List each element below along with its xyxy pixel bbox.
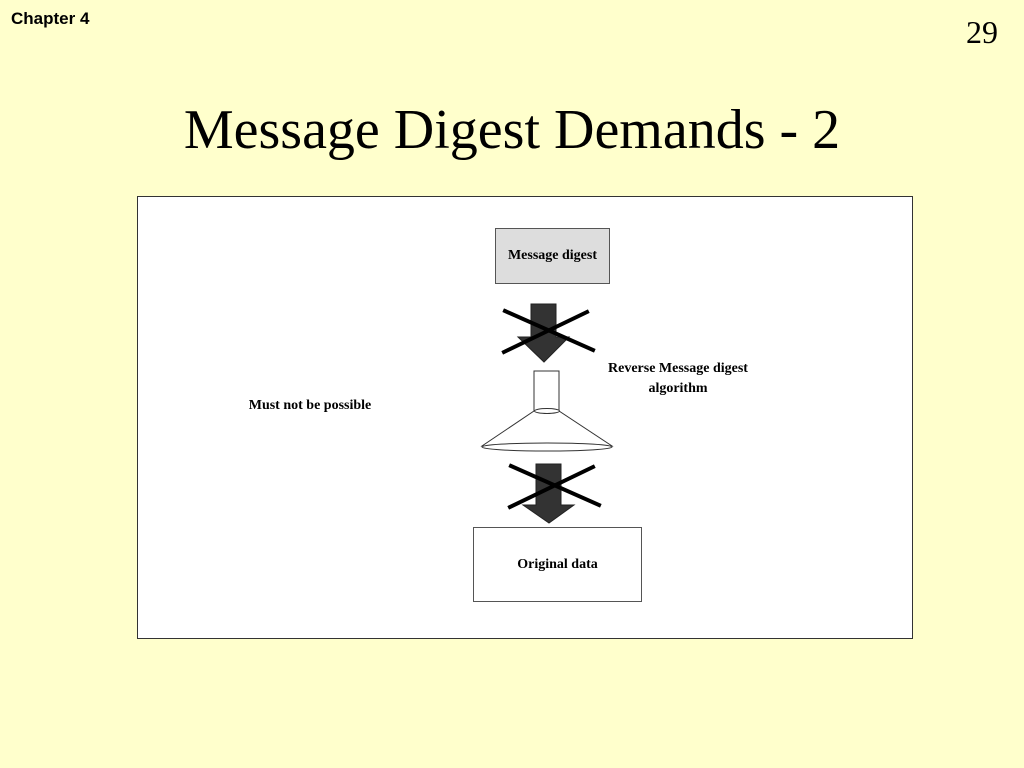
diagram-graphics [480, 303, 614, 524]
must-not-be-possible-label: Must not be possible [248, 398, 372, 413]
message-digest-box: Message digest [495, 228, 610, 284]
funnel-icon [480, 370, 614, 452]
original-data-box: Original data [473, 527, 642, 602]
lower-cross-icon [507, 463, 602, 510]
chapter-label: Chapter 4 [11, 9, 90, 28]
diagram-panel: Message digest Reverse Message digest al… [137, 196, 913, 639]
reverse-algorithm-label: Reverse Message digest algorithm [608, 361, 748, 397]
slide-title: Message Digest Demands - 2 [183, 99, 841, 161]
upper-cross-icon [501, 308, 596, 355]
lower-down-arrow [521, 463, 576, 524]
page-number: 29 [966, 14, 998, 50]
